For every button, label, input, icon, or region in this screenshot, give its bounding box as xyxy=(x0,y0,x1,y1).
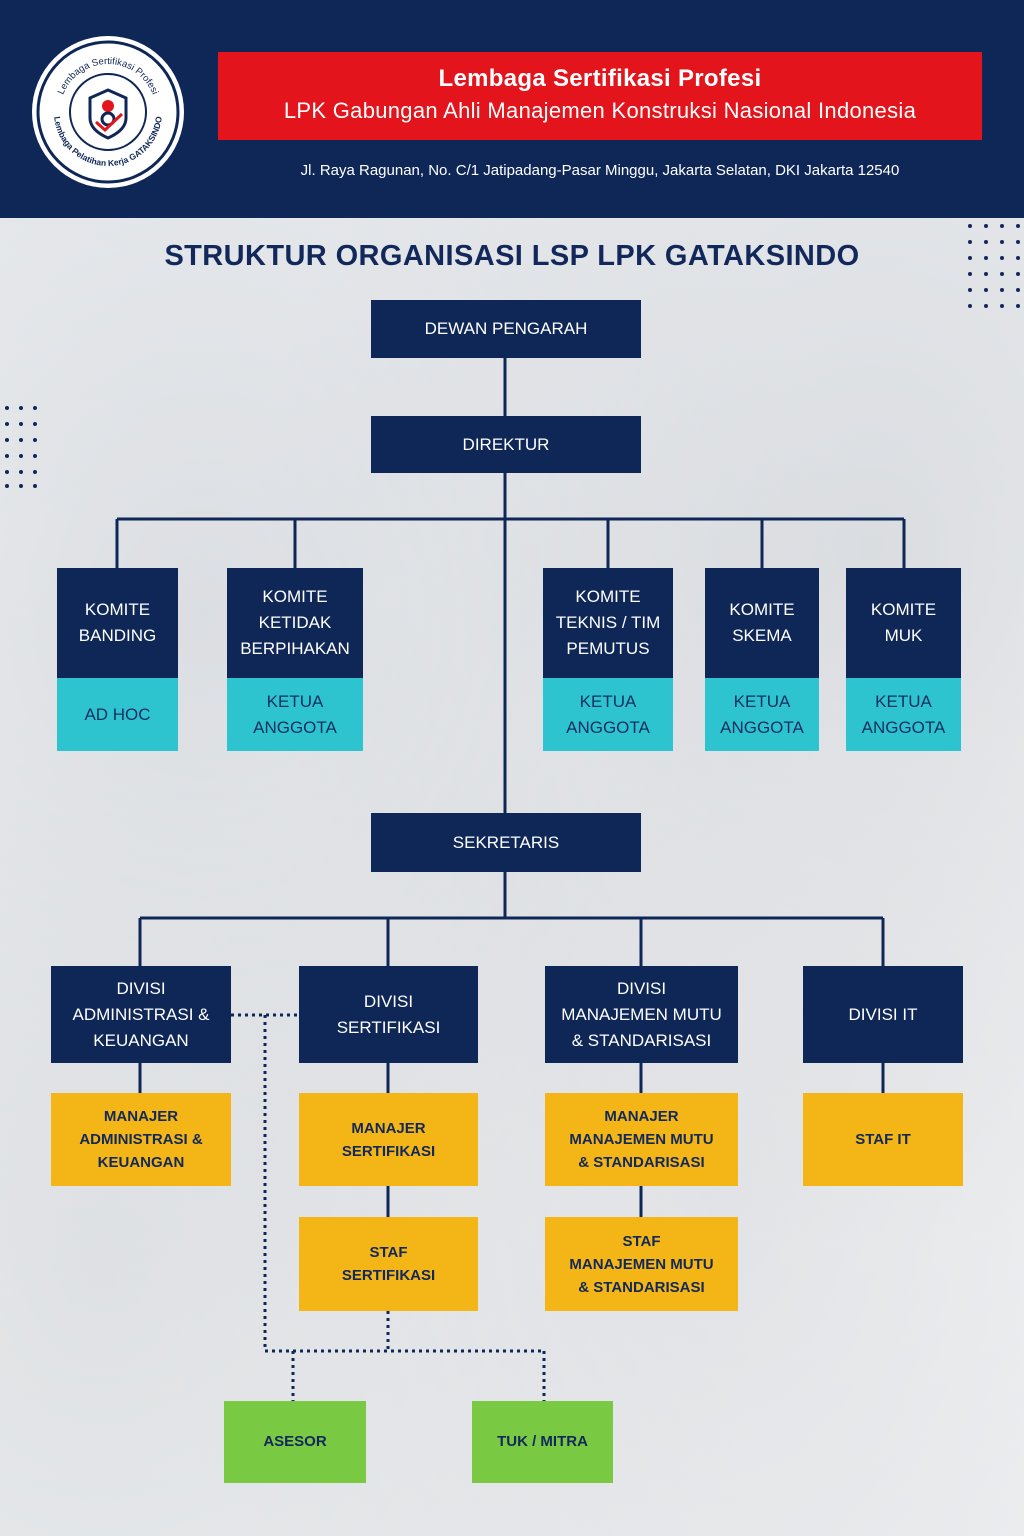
box-komite-skema: KOMITE SKEMA xyxy=(705,568,819,678)
box-manajer-manajemen-mutu: MANAJER MANAJEMEN MUTU & STANDARISASI xyxy=(545,1093,738,1186)
box-divisi-sertifikasi: DIVISI SERTIFIKASI xyxy=(299,966,478,1063)
box-komite-skema-role: KETUA ANGGOTA xyxy=(705,678,819,751)
page-title: STRUKTUR ORGANISASI LSP LPK GATAKSINDO xyxy=(164,240,860,272)
box-direktur: DIREKTUR xyxy=(371,416,641,473)
header-address: Jl. Raya Ragunan, No. C/1 Jatipadang-Pas… xyxy=(300,162,900,179)
box-staf-sertifikasi: STAF SERTIFIKASI xyxy=(299,1217,478,1311)
box-komite-ketidak-berpihakan-role: KETUA ANGGOTA xyxy=(227,678,363,751)
dot-grid-right xyxy=(968,224,1020,308)
box-asesor: ASESOR xyxy=(224,1401,366,1483)
box-komite-banding-role: AD HOC xyxy=(57,678,178,751)
header-title-band: Lembaga Sertifikasi Profesi LPK Gabungan… xyxy=(218,52,982,140)
box-divisi-manajemen-mutu: DIVISI MANAJEMEN MUTU & STANDARISASI xyxy=(545,966,738,1063)
box-divisi-administrasi: DIVISI ADMINISTRASI & KEUANGAN xyxy=(51,966,231,1063)
box-staf-manajemen-mutu: STAF MANAJEMEN MUTU & STANDARISASI xyxy=(545,1217,738,1311)
box-divisi-it: DIVISI IT xyxy=(803,966,963,1063)
box-dewan-pengarah: DEWAN PENGARAH xyxy=(371,300,641,358)
box-komite-ketidak-berpihakan: KOMITE KETIDAK BERPIHAKAN xyxy=(227,568,363,678)
organization-logo: Lembaga Sertifikasi Profesi Lembaga Pela… xyxy=(32,36,184,188)
box-komite-banding: KOMITE BANDING xyxy=(57,568,178,678)
header-bar: Lembaga Sertifikasi Profesi Lembaga Pela… xyxy=(0,0,1024,218)
box-komite-muk: KOMITE MUK xyxy=(846,568,961,678)
box-komite-teknis-role: KETUA ANGGOTA xyxy=(543,678,673,751)
dot-grid-left xyxy=(5,406,37,488)
box-komite-muk-role: KETUA ANGGOTA xyxy=(846,678,961,751)
box-manajer-administrasi: MANAJER ADMINISTRASI & KEUANGAN xyxy=(51,1093,231,1186)
header-subtitle: LPK Gabungan Ahli Manajemen Konstruksi N… xyxy=(283,98,917,123)
box-manajer-sertifikasi: MANAJER SERTIFIKASI xyxy=(299,1093,478,1186)
header-title: Lembaga Sertifikasi Profesi xyxy=(438,65,762,92)
box-tuk-mitra: TUK / MITRA xyxy=(472,1401,613,1483)
box-staf-it: STAF IT xyxy=(803,1093,963,1186)
box-komite-teknis: KOMITE TEKNIS / TIM PEMUTUS xyxy=(543,568,673,678)
box-sekretaris: SEKRETARIS xyxy=(371,813,641,872)
